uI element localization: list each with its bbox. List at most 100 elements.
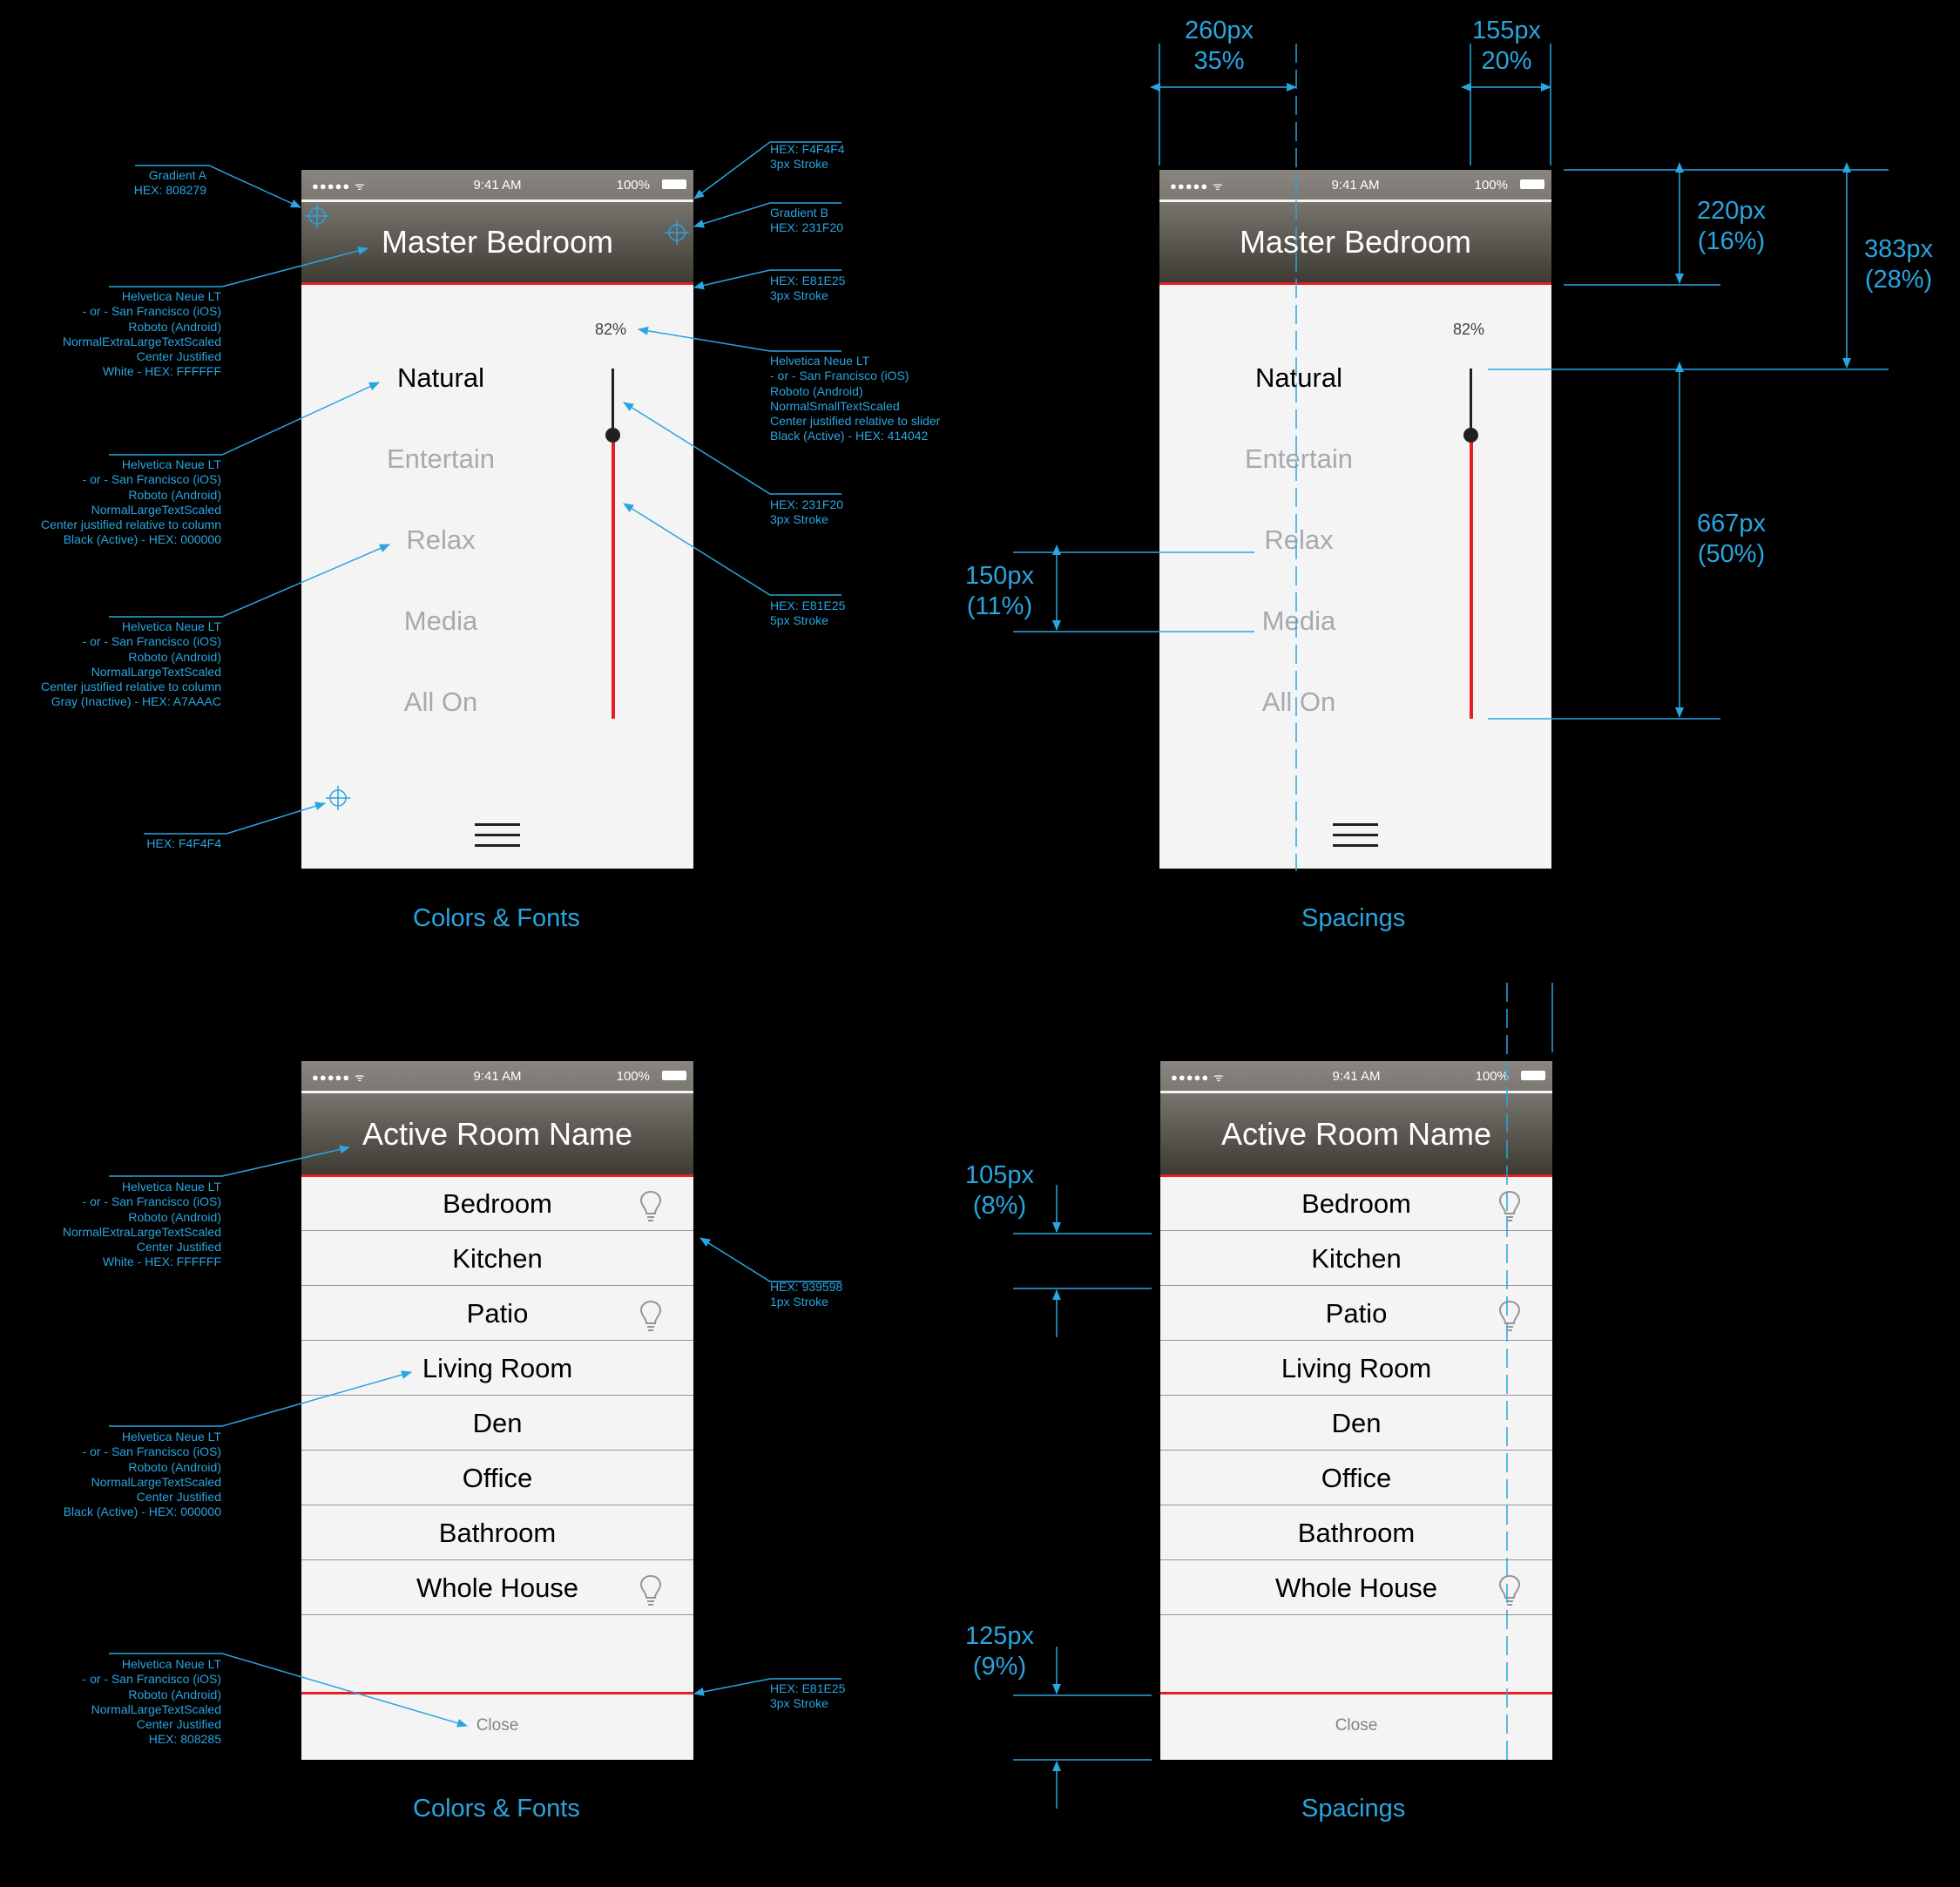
brightness-percent: 82% [595, 321, 627, 338]
room-row-bathroom[interactable]: Bathroom [1160, 1506, 1552, 1560]
annotation-small-font: Helvetica Neue LT - or - San Francisco (… [770, 354, 941, 443]
signal-icon: ●●●●● ᯤ [1171, 1071, 1225, 1084]
close-red-line [301, 1692, 693, 1694]
status-time: 9:41 AM [473, 178, 522, 193]
measure-close-area: 125px (9%) [965, 1622, 1035, 1681]
preset-media[interactable]: Media [1261, 605, 1336, 636]
room-row-bedroom[interactable]: Bedroom [301, 1177, 693, 1231]
preset-all-on[interactable]: All On [1261, 686, 1336, 717]
room-label: Den [472, 1408, 523, 1438]
measure-left-col: 260px 35% [1185, 17, 1254, 75]
room-label: Bathroom [438, 1518, 557, 1548]
signal-icon: ●●●●● ᯤ [1170, 179, 1224, 193]
status-divider [301, 1091, 693, 1093]
measure-right-col: 155px 20% [1472, 17, 1542, 75]
room-label: Whole House [416, 1572, 579, 1603]
room-label: Office [462, 1463, 533, 1493]
preset-natural[interactable]: Natural [397, 362, 484, 393]
bulb-icon[interactable] [639, 1572, 662, 1625]
preset-entertain[interactable]: Entertain [386, 443, 496, 474]
header-red-line [301, 282, 693, 285]
annotation-red-stroke-5: HEX: E81E25 5px Stroke [770, 599, 846, 628]
phone-room-list-spacings: ●●●●● ᯤ 9:41 AM 100% Active Room Name Be… [1160, 1061, 1552, 1760]
status-bar: ●●●●● ᯤ 9:41 AM 100% [301, 170, 693, 200]
annotation-red-stroke: HEX: E81E25 3px Stroke [770, 274, 846, 303]
room-title: Active Room Name [301, 1093, 693, 1174]
phone-master-bedroom-colors: ●●●●● ᯤ 9:41 AM 100% Master Bedroom 82% … [301, 170, 693, 869]
slider-knob[interactable] [1463, 428, 1478, 443]
status-time: 9:41 AM [473, 1069, 522, 1084]
battery-level: 100% [616, 178, 650, 193]
preset-relax[interactable]: Relax [1264, 524, 1334, 555]
room-label: Kitchen [452, 1243, 543, 1274]
annotation-active-font: Helvetica Neue LT - or - San Francisco (… [41, 457, 221, 547]
room-label: Living Room [1281, 1353, 1432, 1383]
annotation-divider-stroke: HEX: 939598 1px Stroke [770, 1280, 843, 1309]
room-row-patio[interactable]: Patio [301, 1287, 693, 1341]
preset-natural[interactable]: Natural [1255, 362, 1342, 393]
close-button[interactable]: Close [476, 1716, 519, 1735]
status-time: 9:41 AM [1332, 1069, 1381, 1084]
annotation-gradient-a: Gradient A HEX: 808279 [133, 168, 206, 198]
preset-media[interactable]: Media [403, 605, 478, 636]
room-label: Whole House [1274, 1572, 1438, 1603]
room-row-den[interactable]: Den [301, 1397, 693, 1451]
room-label: Kitchen [1311, 1243, 1402, 1274]
room-label: Bedroom [443, 1188, 552, 1219]
phone-room-list-colors: ●●●●● ᯤ 9:41 AM 100% Active Room Name Be… [301, 1061, 693, 1760]
room-row-office[interactable]: Office [1160, 1451, 1552, 1505]
phone-master-bedroom-spacings: ●●●●● ᯤ 9:41 AM 100% Master Bedroom 82% … [1159, 170, 1551, 869]
room-row-living-room[interactable]: Living Room [1160, 1342, 1552, 1396]
room-label: Bedroom [1301, 1188, 1411, 1219]
preset-entertain[interactable]: Entertain [1244, 443, 1354, 474]
battery-icon [662, 1071, 686, 1080]
room-row-office[interactable]: Office [301, 1451, 693, 1505]
battery-icon [1520, 179, 1544, 189]
room-row-living-room[interactable]: Living Room [301, 1342, 693, 1396]
room-row-kitchen[interactable]: Kitchen [1160, 1232, 1552, 1286]
room-label: Patio [1325, 1298, 1388, 1329]
annotation-gradient-b: Gradient B HEX: 231F20 [770, 206, 844, 235]
menu-icon[interactable] [1333, 823, 1378, 848]
header-red-line [1160, 1174, 1552, 1177]
menu-icon[interactable] [475, 823, 520, 848]
status-divider [1159, 200, 1551, 202]
annotation-title-font: Helvetica Neue LT - or - San Francisco (… [62, 289, 221, 379]
slider-track-top [1470, 369, 1472, 431]
measure-header-height: 220px (16%) [1697, 197, 1767, 255]
signal-icon: ●●●●● ᯤ [312, 1071, 366, 1084]
measure-slider-height: 667px (50%) [1697, 510, 1767, 568]
slider-track-fill [1470, 431, 1473, 719]
annotation-title-font-2: Helvetica Neue LT - or - San Francisco (… [62, 1180, 221, 1269]
battery-level: 100% [1475, 1069, 1509, 1084]
room-label: Bathroom [1297, 1518, 1416, 1548]
status-time: 9:41 AM [1331, 178, 1380, 193]
caption-spacings-bottom: Spacings [1301, 1795, 1406, 1823]
annotation-close-font: Helvetica Neue LT - or - San Francisco (… [82, 1657, 221, 1747]
room-row-kitchen[interactable]: Kitchen [301, 1232, 693, 1286]
status-bar: ●●●●● ᯤ 9:41 AM 100% [1160, 1061, 1552, 1091]
room-row-den[interactable]: Den [1160, 1397, 1552, 1451]
battery-level: 100% [1474, 178, 1508, 193]
close-red-line [1160, 1692, 1552, 1694]
preset-all-on[interactable]: All On [403, 686, 478, 717]
slider-knob[interactable] [605, 428, 620, 443]
annotation-dark-stroke: HEX: 231F20 3px Stroke [770, 497, 844, 527]
brightness-percent: 82% [1453, 321, 1485, 338]
room-title: Master Bedroom [301, 202, 693, 282]
bulb-icon[interactable] [639, 1297, 662, 1350]
room-row-patio[interactable]: Patio [1160, 1287, 1552, 1341]
bulb-icon[interactable] [639, 1187, 662, 1241]
room-row-whole-house[interactable]: Whole House [301, 1561, 693, 1615]
status-divider [1160, 1091, 1552, 1093]
room-row-bathroom[interactable]: Bathroom [301, 1506, 693, 1560]
preset-relax[interactable]: Relax [406, 524, 476, 555]
slider-track-top [612, 369, 614, 431]
close-button[interactable]: Close [1335, 1716, 1378, 1735]
annotation-bg-hex: HEX: F4F4F4 [146, 836, 221, 850]
crosshair-icon [305, 204, 689, 810]
bulb-icon[interactable] [1498, 1187, 1521, 1241]
room-row-whole-house[interactable]: Whole House [1160, 1561, 1552, 1615]
room-row-bedroom[interactable]: Bedroom [1160, 1177, 1552, 1231]
